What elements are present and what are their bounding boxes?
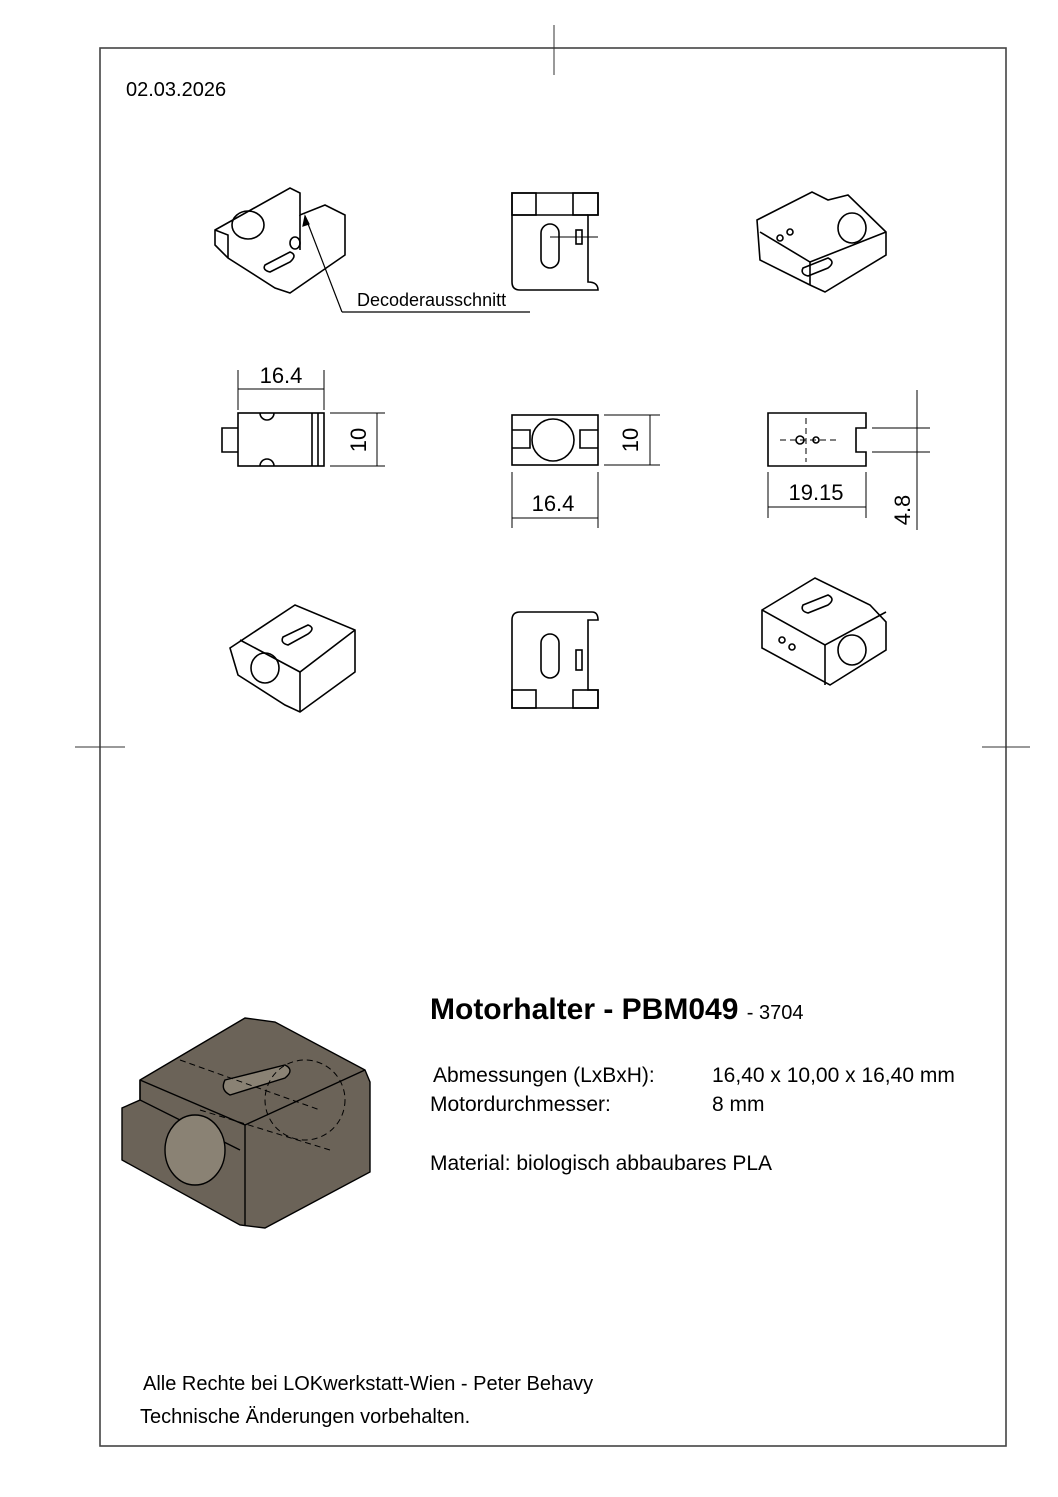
dim-top-height: 10 — [346, 428, 371, 452]
spec-material: Material: biologisch abbaubares PLA — [430, 1152, 773, 1175]
dim-top-width: 16.4 — [260, 363, 303, 388]
dim-side-depth: 4.8 — [890, 495, 915, 526]
spec-dimensions-value: 16,40 x 10,00 x 16,40 mm — [712, 1064, 955, 1087]
dim-front-height: 10 — [618, 428, 643, 452]
part-number: - 3704 — [746, 1002, 804, 1024]
iso-view-top-right — [756, 191, 887, 293]
iso-view-bottom-left — [229, 604, 356, 713]
view-front-center — [511, 414, 660, 528]
part-title: Motorhalter - PBM049 - 3704 — [430, 993, 803, 1027]
spec-dimensions-label: Abmessungen (LxBxH): — [433, 1064, 655, 1087]
dim-front-width: 16.4 — [532, 491, 575, 516]
drawing-date: 02.03.2026 — [126, 79, 227, 101]
dim-side-width: 19.15 — [788, 480, 843, 505]
decoder-cutout-label: Decoderausschnitt — [357, 290, 507, 310]
view-top-center — [511, 192, 599, 291]
footer-disclaimer: Technische Änderungen vorbehalten. — [140, 1406, 471, 1428]
spec-motor-diameter-value: 8 mm — [712, 1093, 765, 1116]
centering-marks — [75, 25, 1030, 748]
view-bottom-center — [511, 611, 599, 709]
iso-view-top-left — [214, 187, 346, 294]
shaded-3d-render — [121, 1017, 371, 1229]
spec-motor-diameter-label: Motordurchmesser: — [430, 1093, 611, 1116]
decoder-cutout-leader — [302, 214, 530, 313]
footer-copyright: Alle Rechte bei LOKwerkstatt-Wien - Pete… — [143, 1373, 594, 1395]
drawing-frame — [99, 47, 1007, 1447]
part-name: Motorhalter - PBM049 — [430, 993, 739, 1026]
view-side-right — [767, 390, 930, 530]
iso-view-bottom-right — [761, 577, 887, 686]
view-top-left-plan — [221, 370, 385, 467]
